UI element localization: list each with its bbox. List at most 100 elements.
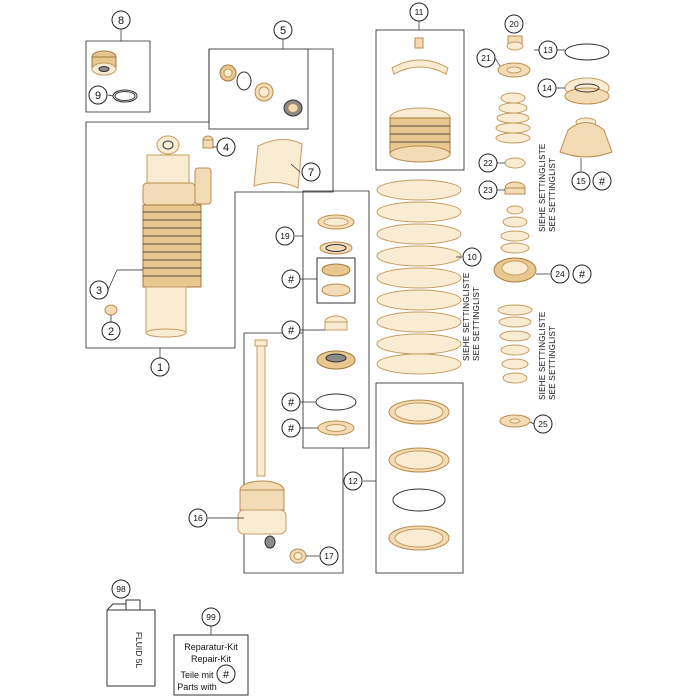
svg-text:9: 9 xyxy=(95,90,101,102)
svg-text:99: 99 xyxy=(206,612,216,622)
part-19-column xyxy=(315,214,357,436)
callout-17[interactable]: 17 xyxy=(319,546,339,566)
svg-text:#: # xyxy=(599,176,606,188)
part-17-bushing xyxy=(289,548,307,564)
shim-stack-2 xyxy=(500,205,530,254)
callout-11[interactable]: 11 xyxy=(409,2,429,22)
callout-1[interactable]: 1 xyxy=(150,357,170,377)
part-24-piston-ring xyxy=(493,257,537,283)
svg-text:16: 16 xyxy=(193,513,203,523)
note-stack1-setting: SIEHE SETTINGLISTE SEE SETTINGLIST xyxy=(538,143,557,232)
svg-text:1: 1 xyxy=(157,362,163,374)
callout-24-hash[interactable]: # xyxy=(572,264,592,284)
callout-21[interactable]: 21 xyxy=(476,48,496,68)
note-stack2-line1: SIEHE SETTINGLISTE xyxy=(538,311,547,400)
note-spring-setting: SIEHE SETTINGLISTE SEE SETTINGLIST xyxy=(462,272,481,361)
callout-23[interactable]: 23 xyxy=(478,180,498,200)
box-group-8-9 xyxy=(85,40,151,113)
svg-text:#: # xyxy=(288,423,295,435)
svg-text:98: 98 xyxy=(116,584,126,594)
part-7-shield xyxy=(253,139,303,189)
callout-98[interactable]: 98 xyxy=(111,579,131,599)
note-stack1-line1: SIEHE SETTINGLISTE xyxy=(538,143,547,232)
callout-2[interactable]: 2 xyxy=(101,321,121,341)
callout-10[interactable]: 10 xyxy=(462,247,482,267)
repair-kit-line4: Parts with xyxy=(177,682,217,692)
part-15-bump-stop xyxy=(559,117,613,158)
part-1-shock-body xyxy=(142,135,212,338)
svg-text:17: 17 xyxy=(324,551,334,561)
part-22-spacer xyxy=(504,157,526,169)
callout-24[interactable]: 24 xyxy=(550,264,570,284)
note-stack1-line2: SEE SETTINGLIST xyxy=(548,158,557,232)
svg-text:5: 5 xyxy=(280,25,286,37)
svg-text:#: # xyxy=(579,269,586,281)
repair-kit-line2: Repair-Kit xyxy=(191,654,232,664)
callout-5[interactable]: 5 xyxy=(273,20,293,40)
box-group-16-17 xyxy=(243,190,370,574)
svg-text:11: 11 xyxy=(415,7,424,17)
callout-99[interactable]: 99 xyxy=(201,607,221,627)
svg-text:#: # xyxy=(288,274,295,286)
svg-text:23: 23 xyxy=(483,185,493,195)
callout-4[interactable]: 4 xyxy=(216,137,236,157)
callout-hash-b[interactable]: # xyxy=(281,320,301,340)
callout-hash-d[interactable]: # xyxy=(281,418,301,438)
callout-14[interactable]: 14 xyxy=(537,78,557,98)
part-9-o-ring xyxy=(112,89,138,103)
callout-15[interactable]: 15 xyxy=(571,171,591,191)
part-21-washer xyxy=(497,62,531,78)
callout-kit-hash[interactable]: # xyxy=(216,664,236,684)
part-10-spring xyxy=(376,179,462,375)
svg-text:3: 3 xyxy=(96,285,102,297)
svg-text:8: 8 xyxy=(118,15,124,27)
callout-hash-a[interactable]: # xyxy=(281,269,301,289)
part-99-repair-kit: Reparatur-Kit Repair-Kit Teile mit Parts… xyxy=(173,634,249,696)
svg-text:25: 25 xyxy=(538,419,548,429)
note-spring-line2: SEE SETTINGLIST xyxy=(472,287,481,361)
callout-8[interactable]: 8 xyxy=(111,10,131,30)
box-group-12 xyxy=(375,382,464,574)
part-25-washer xyxy=(499,414,531,428)
callout-22[interactable]: 22 xyxy=(478,153,498,173)
callout-9[interactable]: 9 xyxy=(88,85,108,105)
svg-text:#: # xyxy=(223,669,230,681)
callout-20[interactable]: 20 xyxy=(504,14,524,34)
svg-text:24: 24 xyxy=(555,269,565,279)
part-13-circlip xyxy=(564,43,610,61)
part-23-piston xyxy=(504,181,526,195)
svg-text:#: # xyxy=(288,397,295,409)
callout-3[interactable]: 3 xyxy=(89,280,109,300)
callout-13[interactable]: 13 xyxy=(538,40,558,60)
svg-text:10: 10 xyxy=(467,252,477,262)
part-98-fluid-can: FLUID 5L xyxy=(106,599,156,687)
callout-25[interactable]: 25 xyxy=(533,414,553,434)
callout-19[interactable]: 19 xyxy=(275,226,295,246)
svg-text:13: 13 xyxy=(543,45,553,55)
repair-kit-line1: Reparatur-Kit xyxy=(184,642,238,652)
note-stack2-setting: SIEHE SETTINGLISTE SEE SETTINGLIST xyxy=(538,311,557,400)
shim-stack-1 xyxy=(495,92,531,144)
callout-12[interactable]: 12 xyxy=(343,471,363,491)
svg-text:20: 20 xyxy=(509,19,519,29)
box-group-1 xyxy=(85,48,334,349)
body-threads xyxy=(143,211,201,277)
callout-7[interactable]: 7 xyxy=(301,162,321,182)
part-5-seal-kit xyxy=(219,64,303,117)
callout-16[interactable]: 16 xyxy=(188,508,208,528)
note-spring-line1: SIEHE SETTINGLISTE xyxy=(462,272,471,361)
repair-kit-line3: Teile mit xyxy=(180,670,214,680)
part-12-shims xyxy=(388,399,450,551)
part-8-cap xyxy=(91,50,117,76)
note-stack2-line2: SEE SETTINGLIST xyxy=(548,326,557,400)
callout-hash-c[interactable]: # xyxy=(281,392,301,412)
svg-text:21: 21 xyxy=(481,53,491,63)
part-2-nut xyxy=(104,304,118,316)
svg-text:2: 2 xyxy=(108,326,114,338)
svg-text:7: 7 xyxy=(308,167,314,179)
part-4-valve xyxy=(202,135,214,149)
fluid-can-label: FLUID 5L xyxy=(134,632,144,669)
callout-15-hash[interactable]: # xyxy=(592,171,612,191)
